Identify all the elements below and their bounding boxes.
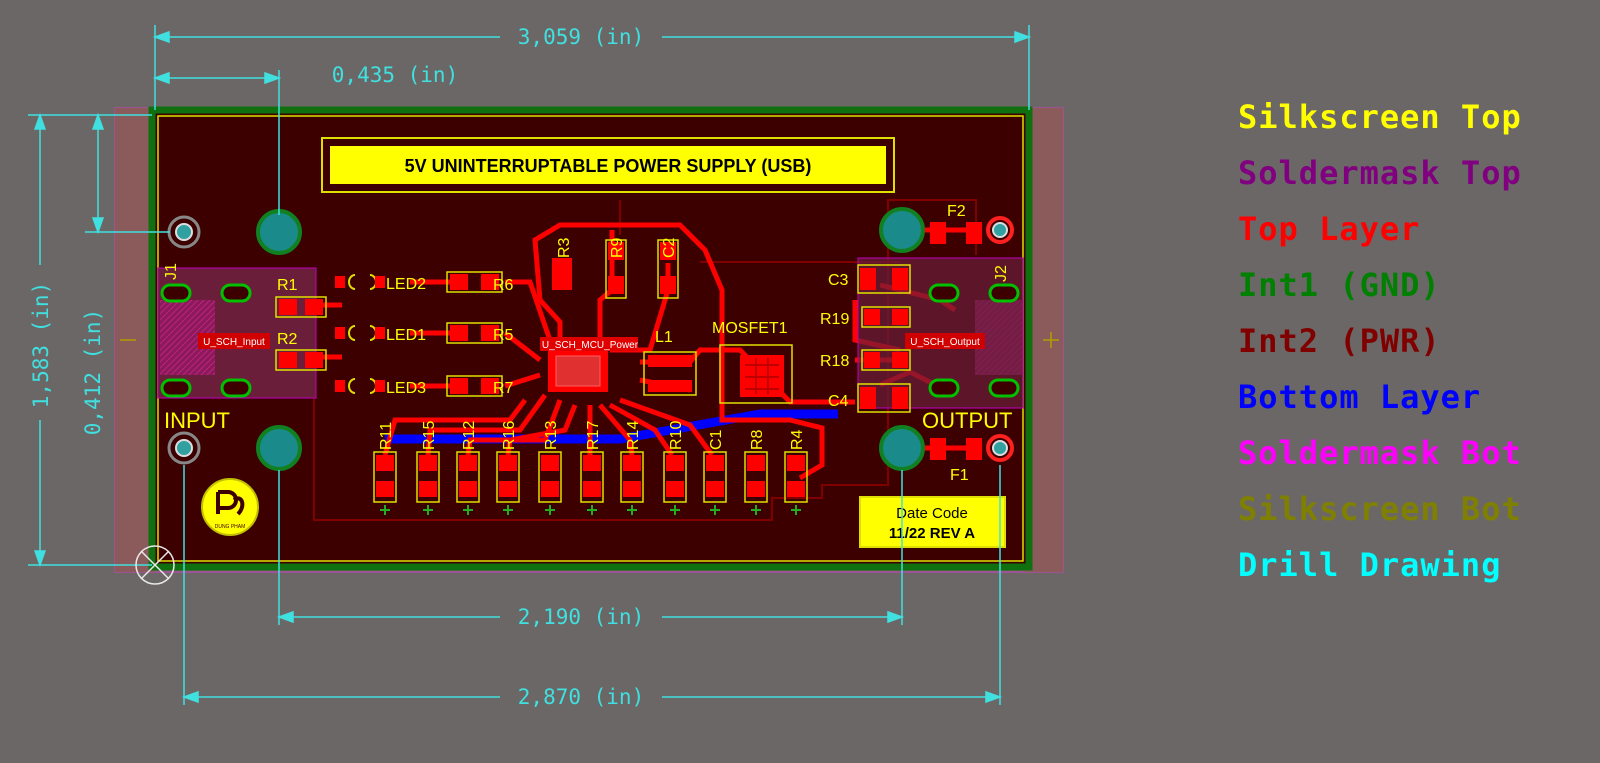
label-r11: R11	[378, 422, 395, 450]
bottom-resistor-r14	[620, 451, 644, 515]
title-fill	[330, 146, 886, 184]
inductor-l1	[643, 351, 697, 396]
legend-item: Drill Drawing	[1238, 546, 1502, 584]
dim-mount-offset-x: 0,435 (in)	[332, 63, 458, 87]
label-mosfet: MOSFET1	[712, 320, 788, 337]
bottom-resistor-r13	[538, 451, 562, 515]
label-c3: C3	[828, 272, 849, 289]
label-r7: R7	[493, 380, 514, 397]
label-c1: C1	[708, 429, 725, 450]
legend-item: Silkscreen Top	[1238, 98, 1522, 136]
output-side-parts	[857, 222, 982, 460]
mosfet	[719, 344, 793, 404]
mcu-chip	[540, 337, 638, 392]
connector-shield-pads	[160, 283, 1020, 398]
dimension-labels: 3,059 (in) 0,435 (in) 1,583 (in) 0,412 (…	[29, 25, 644, 709]
board-title: 5V UNINTERRUPTABLE POWER SUPPLY (USB)	[405, 156, 812, 176]
pwr-plane-outline	[313, 199, 977, 521]
label-f2: F2	[947, 203, 966, 220]
small-drill-holes	[167, 215, 1014, 465]
label-r3: R3	[556, 237, 573, 258]
bottom-resistor-r16	[496, 451, 520, 515]
bottom-resistor-r4	[784, 451, 808, 515]
schematic-tags: U_SCH_Input U_SCH_Output U_SCH_MCU_Power	[198, 333, 985, 351]
bottom-row-labels: R11 R15 R12 R16 R13 R17 R14 R10 C1 R8 R4	[378, 421, 806, 450]
label-r9: R9	[609, 237, 626, 258]
bottom-row-resistors	[373, 451, 808, 515]
legend-item: Soldermask Bot	[1238, 434, 1522, 472]
logo-text: DUNG PHAM	[215, 524, 246, 530]
label-j2: J2	[993, 265, 1010, 282]
bottom-resistor-r10	[663, 451, 687, 515]
title-frame	[321, 137, 895, 193]
label-r18: R18	[820, 353, 849, 370]
label-r6: R6	[493, 277, 514, 294]
date-code-label: Date Code	[896, 505, 968, 522]
label-led3: LED3	[386, 380, 426, 397]
label-r15: R15	[421, 421, 438, 450]
dim-overall-width: 3,059 (in)	[518, 25, 644, 49]
date-code-revision: 11/22 REV A	[889, 525, 975, 542]
legend-item: Soldermask Top	[1238, 154, 1522, 192]
label-led2: LED2	[386, 276, 426, 293]
label-r16: R16	[501, 421, 518, 450]
tag-mcu: U_SCH_MCU_Power	[542, 340, 639, 351]
label-r17: R17	[585, 421, 602, 450]
legend-item: Top Layer	[1238, 210, 1421, 248]
bottom-resistor-c1	[703, 451, 727, 515]
resistors-r5-r7	[446, 271, 503, 397]
dim-mount-offset-y: 0,412 (in)	[81, 309, 105, 435]
label-r2: R2	[277, 331, 298, 348]
silkscreen-labels: INPUT OUTPUT J1 J2 R1 R2 LED2 LED1 LED3 …	[163, 203, 1012, 484]
label-r4: R4	[789, 429, 806, 450]
dim-connector-spacing: 2,870 (in)	[518, 685, 644, 709]
dimension-lines	[28, 25, 1032, 705]
bottom-resistor-r15	[416, 451, 440, 515]
label-r12: R12	[461, 421, 478, 450]
legend-item: Silkscreen Bot	[1238, 490, 1522, 528]
label-r10: R10	[668, 421, 685, 450]
label-r5: R5	[493, 327, 514, 344]
date-code-box	[859, 496, 1006, 548]
label-l1: L1	[655, 329, 673, 346]
tag-input: U_SCH_Input	[203, 337, 265, 348]
label-led1: LED1	[386, 327, 426, 344]
tag-output: U_SCH_Output	[910, 337, 980, 348]
label-output: OUTPUT	[922, 408, 1012, 433]
bottom-resistor-r17	[580, 451, 604, 515]
legend-item: Int1 (GND)	[1238, 266, 1441, 304]
bottom-resistor-r11	[373, 451, 397, 515]
label-r14: R14	[625, 421, 642, 450]
label-r8: R8	[749, 429, 766, 450]
resistors-top-verticals	[552, 239, 679, 299]
resistor-r1-r2	[275, 296, 327, 371]
label-c4: C4	[828, 393, 849, 410]
label-r19: R19	[820, 311, 849, 328]
label-f1: F1	[950, 467, 969, 484]
origin-marker	[135, 545, 175, 585]
dim-mount-spacing: 2,190 (in)	[518, 605, 644, 629]
label-r1: R1	[277, 277, 298, 294]
bottom-resistor-r12	[456, 451, 480, 515]
label-c2: C2	[661, 237, 678, 258]
led-pads	[335, 276, 385, 392]
bottom-resistor-r8	[744, 451, 768, 515]
label-j1: J1	[163, 263, 180, 280]
logo: DUNG PHAM	[201, 478, 259, 536]
mounting-holes	[256, 207, 925, 471]
legend-item: Bottom Layer	[1238, 378, 1482, 416]
label-input: INPUT	[164, 408, 230, 433]
side-crosses	[120, 332, 1059, 348]
legend-item: Int2 (PWR)	[1238, 322, 1441, 360]
dim-overall-height: 1,583 (in)	[29, 282, 53, 408]
label-r13: R13	[543, 421, 560, 450]
